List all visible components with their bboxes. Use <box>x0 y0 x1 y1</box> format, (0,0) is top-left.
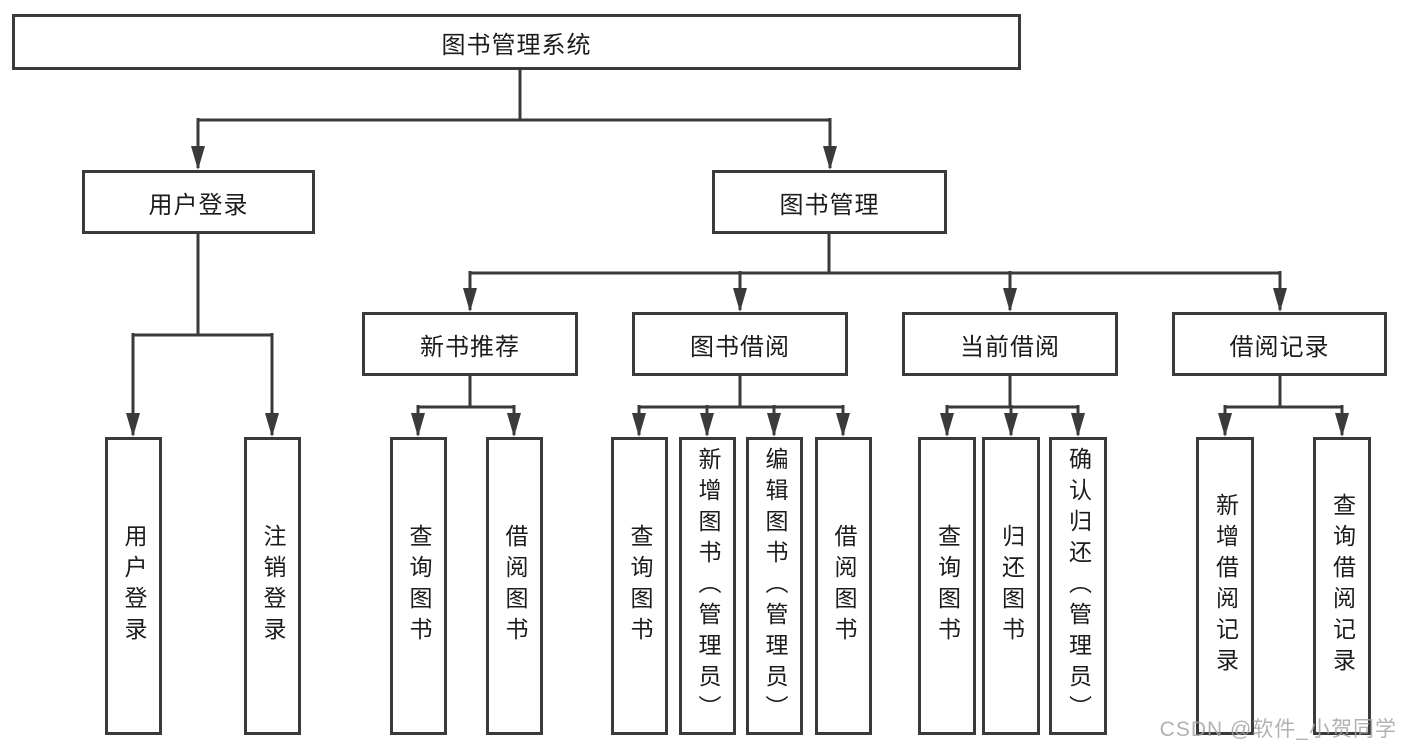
leaf-edit-books-admin: 编辑图书（管理员） <box>746 437 803 735</box>
leaf-user-login: 用户登录 <box>105 437 162 735</box>
leaf-add-books-admin: 新增图书（管理员） <box>679 437 736 735</box>
leaf-newbook-query-books: 查询图书 <box>390 437 447 735</box>
node-borrowing-records: 借阅记录 <box>1172 312 1387 376</box>
leaf-borrow-books: 借阅图书 <box>815 437 872 735</box>
leaf-borrowing-query-books: 查询图书 <box>611 437 668 735</box>
node-library-management-system: 图书管理系统 <box>12 14 1021 70</box>
node-current-borrowing: 当前借阅 <box>902 312 1118 376</box>
node-book-management: 图书管理 <box>712 170 947 234</box>
node-book-borrowing: 图书借阅 <box>632 312 848 376</box>
leaf-logout: 注销登录 <box>244 437 301 735</box>
node-user-login: 用户登录 <box>82 170 315 234</box>
leaf-query-borrow-record: 查询借阅记录 <box>1313 437 1371 735</box>
leaf-newbook-borrow-books: 借阅图书 <box>486 437 543 735</box>
leaf-add-borrow-record: 新增借阅记录 <box>1196 437 1254 735</box>
leaf-return-books: 归还图书 <box>982 437 1040 735</box>
arrowhead-icons <box>126 146 1349 437</box>
leaf-confirm-return-admin: 确认归还（管理员） <box>1049 437 1107 735</box>
node-new-book-recommend: 新书推荐 <box>362 312 578 376</box>
leaf-current-query-books: 查询图书 <box>918 437 976 735</box>
csdn-watermark: CSDN @软件_小贺同学 <box>1159 718 1397 741</box>
